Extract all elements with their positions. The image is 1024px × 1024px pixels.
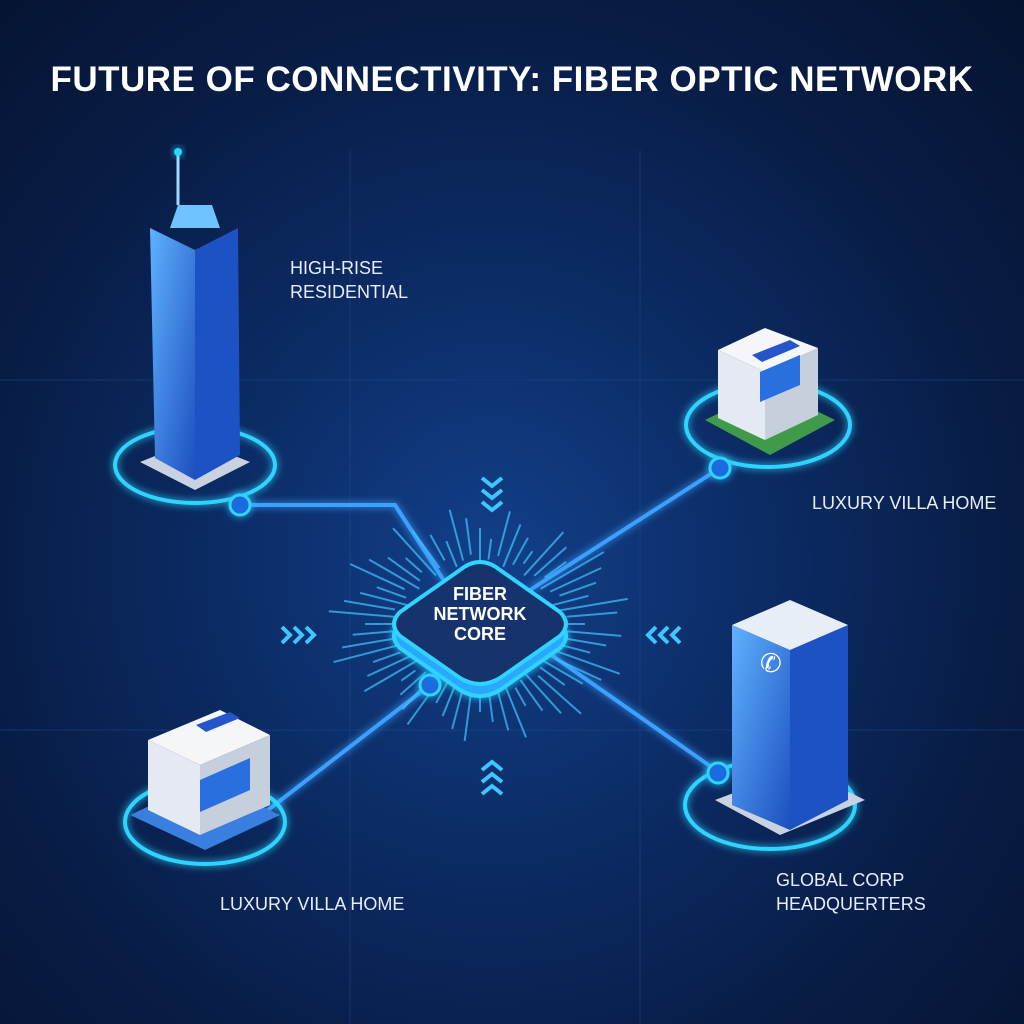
- core-ray: [387, 556, 421, 582]
- chevron-left-icon: [645, 625, 682, 645]
- core-ray: [349, 563, 406, 591]
- core-ray: [343, 599, 396, 611]
- page-title: FUTURE OF CONNECTIVITY: FIBER OPTIC NETW…: [50, 60, 974, 99]
- core-ray: [523, 671, 562, 714]
- core-ray: [540, 551, 605, 590]
- core-ray: [540, 658, 584, 685]
- node-label-high-rise: HIGH-RISE RESIDENTIAL: [290, 256, 408, 304]
- core-ray: [502, 523, 522, 568]
- core-ray: [392, 527, 437, 577]
- core-ray: [522, 550, 534, 565]
- core-ray: [549, 567, 602, 593]
- connector-dots: [228, 456, 732, 785]
- chevron-down-icon: [480, 476, 504, 513]
- core-ray: [411, 529, 441, 569]
- core-hub: [392, 559, 568, 698]
- label-line: LUXURY VILLA HOME: [812, 493, 997, 513]
- core-ray: [497, 511, 511, 557]
- core-ray: [551, 594, 589, 607]
- fiber-links: [240, 466, 722, 822]
- core-ray: [502, 680, 527, 738]
- core-label-line: FIBER: [453, 584, 507, 604]
- core-ray: [368, 558, 420, 590]
- core-ray: [566, 611, 618, 618]
- core-ray: [363, 658, 420, 693]
- core-ray: [553, 649, 621, 675]
- core-ray: [448, 509, 465, 561]
- core-ray: [445, 540, 458, 568]
- label-line: GLOBAL CORP: [776, 870, 905, 890]
- core-ray: [512, 537, 529, 566]
- core-ray: [451, 691, 463, 730]
- link-bottom-left: [253, 683, 432, 822]
- core-ray: [488, 693, 494, 722]
- node-label-corp-hq: GLOBAL CORP HEADQUERTERS: [776, 868, 926, 916]
- core-ray: [560, 629, 622, 637]
- core-ray: [399, 671, 427, 696]
- label-line: LUXURY VILLA HOME: [220, 894, 405, 914]
- core-ray: [400, 669, 416, 682]
- node-label-villa-left: LUXURY VILLA HOME: [220, 892, 404, 916]
- core-ray: [487, 538, 493, 560]
- node-label-villa-right: LUXURY VILLA HOME: [812, 491, 996, 515]
- core-ray: [359, 591, 409, 607]
- link-top-right: [528, 466, 722, 592]
- core-ray: [537, 674, 582, 715]
- core-ray: [405, 557, 423, 574]
- label-line: RESIDENTIAL: [290, 282, 409, 302]
- core-ray: [376, 586, 407, 599]
- core-ray: [341, 636, 401, 649]
- core-ray: [544, 561, 567, 579]
- chevron-right-icon: [280, 625, 317, 645]
- core-ray: [539, 666, 566, 686]
- corporate-hq-building-icon: ✆: [715, 600, 865, 835]
- core-ray: [514, 687, 527, 707]
- label-line: HIGH-RISE: [290, 258, 384, 278]
- core-ray: [533, 546, 567, 577]
- core-ray: [372, 651, 401, 664]
- core-ray: [366, 655, 411, 677]
- core-label-line: CORE: [453, 624, 506, 644]
- high-rise-building-icon: [140, 148, 250, 490]
- link-top-left: [240, 503, 452, 592]
- villa-building-icon: [705, 328, 835, 455]
- core-ray: [495, 687, 510, 731]
- core-ray: [465, 518, 472, 555]
- chevron-up-icon: [480, 759, 504, 796]
- label-line: HEADQUERTERS: [776, 894, 926, 914]
- core-ray: [559, 581, 597, 597]
- chevron-icons: [280, 476, 682, 796]
- core-ray: [554, 657, 602, 681]
- core-ray: [429, 534, 446, 561]
- core-ray: [328, 610, 400, 619]
- core-ray: [519, 679, 544, 712]
- phone-logo-icon: ✆: [760, 649, 782, 679]
- core-ray: [352, 630, 394, 636]
- core-label-line: NETWORK: [433, 604, 527, 624]
- core-label: FIBER NETWORK CORE: [420, 584, 540, 644]
- core-ray: [564, 637, 607, 647]
- core-ray: [435, 682, 448, 704]
- villa-building-icon: [130, 710, 280, 850]
- core-ray: [463, 688, 473, 742]
- core-ray: [523, 531, 565, 577]
- core-ray: [559, 597, 628, 612]
